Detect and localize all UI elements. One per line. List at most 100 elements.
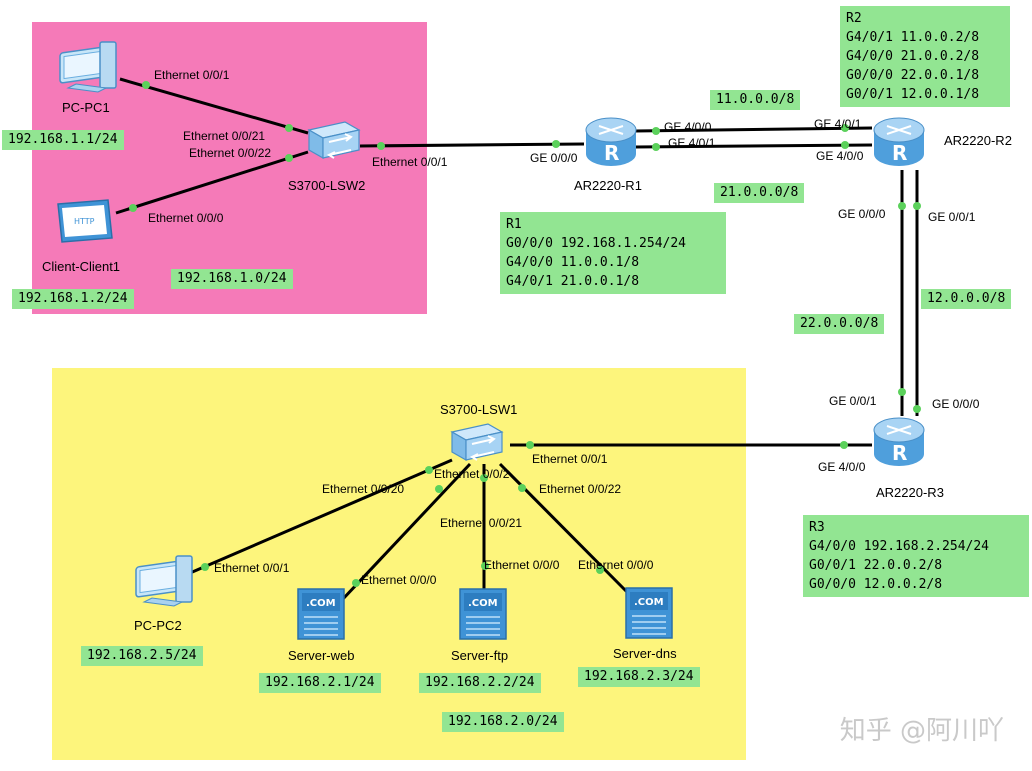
- port-dot: [129, 204, 137, 212]
- link-lsw1-web[interactable]: [340, 462, 472, 602]
- watermark: 知乎 @阿川吖: [839, 716, 1004, 746]
- link-pc1-lsw2[interactable]: [119, 77, 309, 135]
- pc-icon[interactable]: [130, 550, 200, 612]
- server-icon[interactable]: .COM: [624, 584, 676, 640]
- link-lsw2-r1[interactable]: [359, 142, 585, 148]
- port-label-r2-g41: GE 4/0/1: [814, 117, 862, 131]
- note-line: G0/0/0 12.0.0.2/8: [809, 577, 943, 592]
- device-label-r3: AR2220-R3: [876, 485, 944, 500]
- port-dot: [840, 441, 848, 449]
- switch-icon[interactable]: [305, 118, 363, 162]
- ip-tag-client1: 192.168.1.2/24: [12, 289, 134, 309]
- device-label-r2: AR2220-R2: [944, 133, 1012, 148]
- port-dot: [913, 405, 921, 413]
- network-tag-12: 12.0.0.0/8: [921, 289, 1012, 309]
- ip-tag-ftp: 192.168.2.2/24: [419, 673, 541, 693]
- port-dot: [201, 563, 209, 571]
- device-label-pc2: PC-PC2: [134, 618, 182, 633]
- port-dot: [652, 143, 660, 151]
- ip-tag-pc2: 192.168.2.5/24: [81, 646, 203, 666]
- port-dot: [552, 140, 560, 148]
- link-lsw1-pc2[interactable]: [189, 458, 453, 575]
- svg-text:R: R: [892, 441, 907, 465]
- port-dot: [526, 441, 534, 449]
- port-label-lsw2-e1: Ethernet 0/0/1: [372, 155, 448, 169]
- router-note-r2: R2 G4/0/1 11.0.0.2/8 G4/0/0 21.0.0.2/8 G…: [840, 6, 1010, 107]
- server-badge: .COM: [634, 597, 664, 608]
- port-label-r2-g40: GE 4/0/0: [816, 149, 864, 163]
- port-label-client1: Ethernet 0/0/0: [148, 211, 224, 225]
- ip-tag-web: 192.168.2.1/24: [259, 673, 381, 693]
- device-label-lsw2: S3700-LSW2: [288, 178, 366, 193]
- network-tag-11: 11.0.0.0/8: [710, 90, 801, 110]
- note-line: G4/0/1 21.0.0.1/8: [506, 274, 640, 289]
- network-tag-21: 21.0.0.0/8: [714, 183, 805, 203]
- device-label-dns: Server-dns: [613, 646, 677, 661]
- note-line: G4/0/0 11.0.0.1/8: [506, 255, 640, 270]
- device-label-lsw1: S3700-LSW1: [440, 402, 518, 417]
- router-icon[interactable]: R: [871, 114, 927, 170]
- port-label-pc1: Ethernet 0/0/1: [154, 68, 230, 82]
- port-dot: [841, 124, 849, 132]
- port-label-lsw1-e20: Ethernet 0/0/20: [322, 482, 405, 496]
- port-label-r3-g000: GE 0/0/0: [932, 397, 980, 411]
- port-label-ftp: Ethernet 0/0/0: [484, 558, 560, 572]
- note-line: G0/0/0 22.0.0.1/8: [846, 68, 980, 83]
- note-line: G0/0/1 12.0.0.1/8: [846, 87, 980, 102]
- network-tag-192-168-2: 192.168.2.0/24: [442, 712, 564, 732]
- port-label-r1-g41: GE 4/0/1: [668, 136, 716, 150]
- ip-tag-pc1: 192.168.1.1/24: [2, 130, 124, 150]
- server-icon[interactable]: .COM: [296, 585, 348, 641]
- port-dot: [898, 202, 906, 210]
- port-dot: [481, 562, 489, 570]
- port-label-lsw2-e22: Ethernet 0/0/22: [189, 146, 272, 160]
- port-dot: [841, 141, 849, 149]
- server-badge: .COM: [468, 598, 498, 609]
- port-dot: [480, 474, 488, 482]
- router-icon[interactable]: R: [583, 114, 639, 170]
- pc-icon[interactable]: [54, 36, 124, 98]
- port-label-r3-g001: GE 0/0/1: [829, 394, 877, 408]
- port-dot: [596, 566, 604, 574]
- note-line: R1: [506, 217, 522, 232]
- note-line: G0/0/0 192.168.1.254/24: [506, 236, 687, 251]
- port-dot: [142, 81, 150, 89]
- server-badge: .COM: [306, 598, 336, 609]
- device-label-client1: Client-Client1: [42, 259, 121, 274]
- port-label-r1-g40: GE 4/0/0: [664, 120, 712, 134]
- note-line: G4/0/0 192.168.2.254/24: [809, 539, 990, 554]
- http-badge: HTTP: [74, 217, 95, 226]
- port-dot: [352, 579, 360, 587]
- port-label-r2-g000: GE 0/0/0: [838, 207, 886, 221]
- port-label-r2-g001: GE 0/0/1: [928, 210, 976, 224]
- link-r1-r2-21[interactable]: [633, 143, 873, 149]
- note-line: G4/0/0 21.0.0.2/8: [846, 49, 980, 64]
- device-label-web: Server-web: [288, 648, 355, 663]
- device-label-ftp: Server-ftp: [451, 648, 509, 663]
- port-dot: [435, 485, 443, 493]
- port-dot: [652, 127, 660, 135]
- port-label-lsw1-e2: Ethernet 0/0/2: [434, 467, 510, 481]
- port-label-lsw1-e1: Ethernet 0/0/1: [532, 452, 608, 466]
- svg-text:R: R: [892, 141, 907, 165]
- port-label-r1-g0: GE 0/0/0: [530, 151, 578, 165]
- note-line: R3: [809, 520, 825, 535]
- router-note-r1: R1 G0/0/0 192.168.1.254/24 G4/0/0 11.0.0…: [500, 212, 726, 294]
- link-r1-r2-11[interactable]: [633, 126, 873, 133]
- port-label-web: Ethernet 0/0/0: [361, 573, 437, 587]
- switch-icon[interactable]: [448, 420, 506, 464]
- port-label-lsw2-e21: Ethernet 0/0/21: [183, 129, 266, 143]
- server-icon[interactable]: .COM: [458, 585, 510, 641]
- http-client-icon[interactable]: HTTP: [52, 196, 116, 248]
- port-label-dns: Ethernet 0/0/0: [578, 558, 654, 572]
- port-dot: [285, 154, 293, 162]
- port-label-pc2: Ethernet 0/0/1: [214, 561, 290, 575]
- network-tag-192-168-1: 192.168.1.0/24: [171, 269, 293, 289]
- port-dot: [377, 142, 385, 150]
- port-dot: [518, 484, 526, 492]
- port-label-lsw1-e21: Ethernet 0/0/21: [440, 516, 523, 530]
- note-line: G4/0/1 11.0.0.2/8: [846, 30, 980, 45]
- link-client1-lsw2[interactable]: [115, 150, 309, 215]
- router-icon[interactable]: R: [871, 414, 927, 470]
